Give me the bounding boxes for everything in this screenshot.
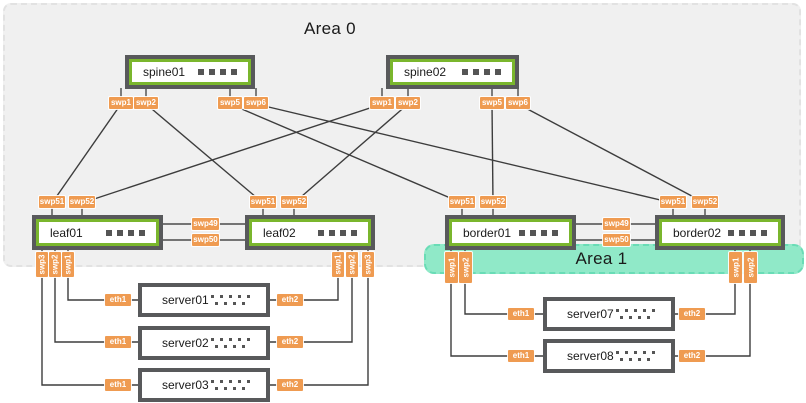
device-server01: server01: [138, 283, 270, 317]
server-vents-glyph: [211, 295, 250, 305]
port-badge-server07-eth1: eth1: [508, 308, 534, 320]
port-badge-spine01-swp1: swp1: [109, 97, 133, 109]
port-badge-borderpair-swp49: swp49: [603, 218, 630, 230]
device-server02: server02: [138, 326, 270, 360]
port-badge-border01-swp51: swp51: [449, 196, 475, 208]
device-spine01: spine01: [125, 55, 255, 89]
server-vents-glyph: [211, 338, 250, 348]
port-badge-leaf01-swp51: swp51: [39, 196, 65, 208]
port-badge-leaf01-swp3: swp3: [36, 252, 48, 277]
device-label-server08: server08: [567, 349, 614, 363]
port-badge-border02-swp51: swp51: [660, 196, 686, 208]
switch-ports-glyph: [106, 229, 145, 236]
device-leaf01: leaf01: [32, 215, 163, 250]
port-badge-leafpair-swp50: swp50: [192, 234, 219, 246]
device-label-leaf02: leaf02: [263, 225, 296, 240]
port-badge-border01-swp52: swp52: [480, 196, 506, 208]
device-label-leaf01: leaf01: [50, 225, 83, 240]
area0-label: Area 0: [304, 19, 356, 38]
port-badge-border02-swp1: swp1: [729, 252, 742, 283]
server-vents-glyph: [211, 380, 250, 390]
port-badge-server02-eth1: eth1: [105, 336, 131, 348]
port-badge-spine02-swp5: swp5: [480, 97, 504, 109]
device-server07: server07: [543, 297, 675, 331]
port-badge-leafpair-swp49: swp49: [192, 218, 219, 230]
device-label-spine01: spine01: [143, 65, 186, 79]
switch-ports-glyph: [318, 229, 357, 236]
port-badge-borderpair-swp50: swp50: [603, 234, 630, 246]
port-badge-border01-swp2: swp2: [459, 252, 472, 283]
device-label-server01: server01: [162, 293, 209, 307]
port-badge-server01-eth1: eth1: [105, 294, 131, 306]
device-spine02: spine02: [386, 55, 519, 89]
port-badge-spine02-swp6: swp6: [506, 97, 530, 109]
switch-ports-glyph: [728, 229, 767, 236]
port-badge-spine01-swp6: swp6: [244, 97, 268, 109]
port-badge-server01-eth2: eth2: [277, 294, 303, 306]
switch-ports-glyph: [198, 69, 237, 75]
device-label-border02: border02: [673, 225, 722, 240]
port-badge-leaf02-swp2: swp2: [346, 252, 358, 277]
port-badge-spine02-swp1: swp1: [370, 97, 394, 109]
switch-ports-glyph: [519, 229, 558, 236]
port-badge-server08-eth1: eth1: [508, 350, 534, 362]
port-badge-server03-eth2: eth2: [277, 379, 303, 391]
device-label-server03: server03: [162, 378, 209, 392]
port-badge-server07-eth2: eth2: [679, 308, 705, 320]
port-badge-spine01-swp2: swp2: [134, 97, 158, 109]
device-label-server07: server07: [567, 307, 614, 321]
device-leaf02: leaf02: [245, 215, 375, 250]
port-badge-leaf02-swp51: swp51: [250, 196, 276, 208]
port-badge-leaf02-swp3: swp3: [362, 252, 374, 277]
port-badge-leaf02-swp52: swp52: [281, 196, 307, 208]
port-badge-leaf01-swp52: swp52: [69, 196, 95, 208]
port-badge-spine02-swp2: swp2: [396, 97, 420, 109]
port-badge-leaf01-swp2: swp2: [49, 252, 61, 277]
server-vents-glyph: [616, 309, 655, 319]
port-badge-server03-eth1: eth1: [105, 379, 131, 391]
port-badge-leaf01-swp1: swp1: [62, 252, 74, 277]
port-badge-border01-swp1: swp1: [445, 252, 458, 283]
port-badge-border02-swp52: swp52: [692, 196, 718, 208]
device-server03: server03: [138, 368, 270, 402]
switch-ports-glyph: [462, 69, 501, 75]
port-badge-spine01-swp5: swp5: [218, 97, 242, 109]
server-vents-glyph: [616, 351, 655, 361]
device-border02: border02: [655, 215, 785, 250]
device-border01: border01: [445, 215, 576, 250]
port-badge-server02-eth2: eth2: [277, 336, 303, 348]
device-label-server02: server02: [162, 336, 209, 350]
port-badge-server08-eth2: eth2: [679, 350, 705, 362]
port-badge-border02-swp2: swp2: [744, 252, 757, 283]
device-label-border01: border01: [463, 225, 512, 240]
device-server08: server08: [543, 339, 675, 373]
device-label-spine02: spine02: [404, 65, 447, 79]
area1-label: Area 1: [575, 249, 628, 268]
port-badge-leaf02-swp1: swp1: [332, 252, 344, 277]
